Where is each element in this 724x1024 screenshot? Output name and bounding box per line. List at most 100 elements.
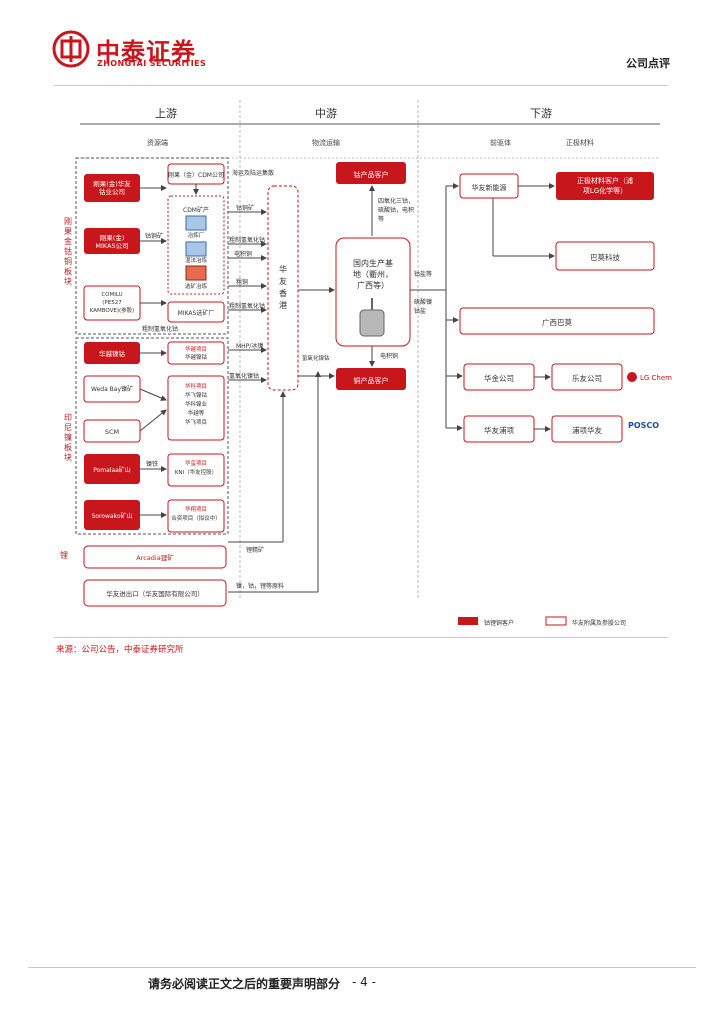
box-huake-project-label: 华科项目华飞镍钴华科镍业华越等华飞项目 bbox=[185, 382, 208, 426]
lg-chem-label: LG Chem bbox=[640, 374, 672, 382]
posco-label: POSCO bbox=[628, 421, 659, 430]
box-pomalaa bbox=[84, 454, 140, 484]
box-mikas-label: 刚果(金)MIKAS公司 bbox=[95, 233, 128, 250]
box-pomalaa-label: Pomalaa矿山 bbox=[93, 466, 131, 474]
box-bamo-label: 巴莫科技 bbox=[590, 252, 620, 262]
box-cathode-customer-label: 正极材料客户（浦项LG化学等） bbox=[577, 176, 633, 195]
box-cdm-company-label: 刚果（金）CDM公司 bbox=[168, 171, 224, 179]
figure-divider bbox=[54, 637, 668, 638]
mid-label-products: 四氧化三钴，硫酸钴，电积等 bbox=[378, 197, 414, 223]
box-bamo bbox=[555, 241, 655, 271]
flow-label-nickel-hydroxide: 氢氧化镍钴 bbox=[229, 372, 259, 380]
legend-swatch-internal bbox=[545, 616, 567, 626]
side-label-lithium: 锂 bbox=[60, 550, 68, 560]
brand-name-cn: 中泰证券 bbox=[96, 38, 196, 66]
box-base bbox=[335, 237, 411, 347]
sub-header-cathode: 正极材料 bbox=[566, 138, 594, 147]
supply-chain-diagram: 上游 中游 下游 资源端 物流运输 前驱体 正极材料 刚果金钴铜板块 印尼镍板块… bbox=[60, 100, 672, 627]
svg-text:印尼镍板块: 印尼镍板块 bbox=[64, 413, 72, 462]
mid-label-electro-copper: 电积铜 bbox=[380, 352, 398, 360]
box-huayue-project bbox=[167, 341, 225, 365]
stage-downstream: 下游 bbox=[530, 107, 552, 120]
box-pomalaa-project bbox=[167, 453, 225, 487]
legend-swatch-external bbox=[458, 617, 478, 625]
flow-label-nickel-metal: 镍，钴，锂等原料 bbox=[236, 582, 284, 590]
plant-icon-1 bbox=[185, 215, 207, 231]
box-pohang-huayou-label: 浦项华友 bbox=[572, 425, 602, 435]
box-huayue bbox=[84, 342, 140, 364]
box-sorowako bbox=[84, 500, 140, 530]
mid-label-sulfate: 硫酸镍钴盐 bbox=[414, 298, 432, 315]
flow-label-copper: 电积铜 bbox=[234, 250, 252, 258]
sub-header-logistics: 物流运输 bbox=[312, 138, 340, 147]
box-base-label: 国内生产基地（衢州，广西等） bbox=[353, 258, 393, 290]
box-sorowako-label: Sorowako矿山 bbox=[91, 512, 132, 520]
flow-label-mhp-upstream: MHP/冰镍 bbox=[236, 342, 263, 350]
footer-divider bbox=[28, 967, 696, 968]
box-huajin-label: 华金公司 bbox=[484, 373, 514, 383]
box-cobalt-customer-label: 钴产品客户 bbox=[354, 170, 389, 179]
plant-cdm-label: CDM矿产 bbox=[183, 206, 209, 214]
plant-a-label: 冶炼厂 bbox=[188, 231, 205, 239]
flow-label-ocean: 海运及陆运集散 bbox=[232, 169, 274, 177]
lg-chem-logo-icon bbox=[627, 372, 637, 382]
box-guangxi bbox=[459, 307, 655, 335]
box-huayou-co-label: 乐友公司 bbox=[572, 373, 602, 383]
side-label-nickel-cobalt: 刚果金钴铜板块 bbox=[64, 217, 72, 286]
box-huake-project bbox=[167, 375, 225, 441]
svg-text:刚果金钴铜板块: 刚果金钴铜板块 bbox=[64, 217, 72, 286]
arrow-label-cathode: 粗制氢氧化钴 bbox=[142, 325, 178, 333]
box-pohang-huayou bbox=[551, 415, 623, 443]
box-huayou-new-label: 华友新能源 bbox=[472, 183, 507, 192]
box-sorowako-project bbox=[167, 499, 225, 533]
indonesia-frame bbox=[75, 337, 229, 535]
reactor-icon bbox=[359, 309, 385, 337]
brand-name-en: ZHONGTAI SECURITIES bbox=[97, 59, 207, 68]
box-mikas bbox=[84, 228, 140, 254]
box-huayou-congo-label: 刚果(金)华友钴业公司 bbox=[93, 179, 131, 196]
footer-disclaimer: 请务必阅读正文之后的重要声明部分 bbox=[148, 977, 341, 991]
report-type: 公司点评 bbox=[626, 57, 670, 70]
stage-midstream: 中游 bbox=[315, 107, 337, 120]
box-scm-label: SCM bbox=[105, 428, 119, 436]
flow-label-crude-copper: 粗铜 bbox=[236, 278, 248, 286]
flow-label-crude-cobalt: 粗制氢氧化钴 bbox=[229, 236, 265, 244]
side-label-indonesia-nickel: 印尼镍板块 bbox=[64, 413, 72, 462]
box-cathode-customer bbox=[556, 172, 654, 200]
header-divider bbox=[54, 85, 668, 86]
arrow-label-cobalt-ore: 钴铜矿 bbox=[145, 232, 163, 240]
stage-upstream: 上游 bbox=[155, 107, 177, 120]
company-logo-icon bbox=[52, 30, 90, 68]
box-huayou-trade-label: 华友进出口（华友国际有限公司） bbox=[106, 589, 204, 598]
plant-icon-2 bbox=[185, 241, 207, 257]
box-port-label: 华友香港 bbox=[279, 264, 287, 310]
legend-external-label: 钴锂铜客户 bbox=[484, 619, 514, 627]
box-guangxi-label: 广西巴莫 bbox=[542, 317, 572, 327]
flow-label-cobalt-ore: 钴铜矿 bbox=[236, 204, 254, 212]
figure-source: 来源：公司公告，中泰证券研究所 bbox=[56, 645, 184, 655]
box-huayou-trade bbox=[83, 579, 227, 607]
arrow-label-nickel-matte: 镍铁 bbox=[146, 460, 158, 468]
box-copper-customer-label: 铜产品客户 bbox=[354, 376, 389, 385]
sub-header-precursor: 前驱体 bbox=[490, 138, 511, 147]
plant-b-label: 湿法冶炼 bbox=[185, 256, 208, 264]
box-arcadia-label: Arcadia锂矿 bbox=[136, 553, 174, 562]
plant-c-label: 选矿冶炼 bbox=[185, 282, 208, 290]
box-weda-bay-label: Weda Bay镍矿 bbox=[91, 385, 133, 393]
box-arcadia bbox=[83, 545, 227, 569]
flow-label-nickel-inter: 粗制氢氧化钴 bbox=[229, 302, 265, 310]
box-mikas-plant-label: MIKAS选矿厂 bbox=[178, 309, 215, 317]
page-number: - 4 - bbox=[352, 975, 376, 989]
legend-internal-label: 华友附属及参股公司 bbox=[572, 619, 626, 627]
flow-label-mhp: 氢氧化镍钴 bbox=[302, 354, 330, 362]
mid-label-cobalt-salt: 钴盐等 bbox=[414, 270, 432, 278]
box-huayou-co bbox=[551, 363, 623, 391]
plant-icon-3 bbox=[185, 265, 207, 281]
box-cobalt-customer bbox=[336, 162, 406, 184]
sub-header-resources: 资源端 bbox=[147, 138, 168, 147]
box-pohang-label: 华友浦项 bbox=[484, 425, 514, 435]
box-huayou-congo bbox=[84, 174, 140, 202]
box-huayue-project-label: 华越项目华越镍钴 bbox=[185, 345, 208, 361]
